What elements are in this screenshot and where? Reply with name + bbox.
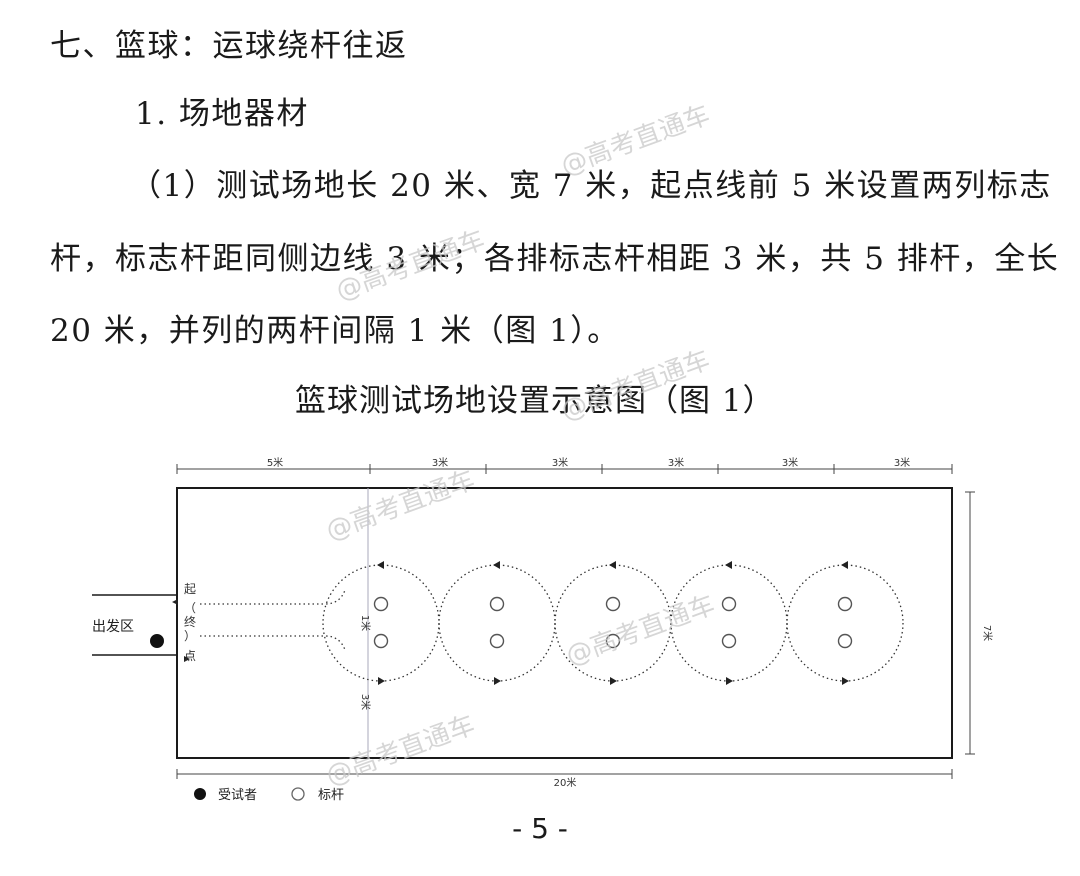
legend-subject-icon [194, 788, 206, 800]
dim-3m-label: 3米 [359, 694, 372, 710]
arrow-icon [841, 561, 848, 569]
dribble-loop [322, 564, 440, 682]
bottom-dimension [176, 769, 953, 779]
dim-5m: 5米 [267, 456, 283, 469]
arrow-icon [610, 677, 617, 685]
arrow-icon [494, 677, 501, 685]
figure-caption: 篮球测试场地设置示意图（图 1） [295, 383, 775, 419]
dim-3m-5: 3米 [894, 456, 910, 469]
paragraph-line-1: （1）测试场地长 20 米、宽 7 米，起点线前 5 米设置两列标志 [130, 168, 1052, 204]
court-diagram: 5米 3米 3米 3米 3米 3米 出发区 起 （ 终 ） 点 1米 3米 7米 [92, 456, 994, 803]
pole-marker [721, 596, 737, 612]
dim-20m-label: 20米 [554, 776, 577, 789]
paragraph-line-2: 杆，标志杆距同侧边线 3 米；各排标志杆相距 3 米，共 5 排杆，全长 [50, 241, 1060, 277]
start-line-label: 起 （ 终 ） 点 [184, 582, 196, 663]
arrow-icon [493, 561, 500, 569]
dim-7m-label: 7米 [981, 625, 994, 641]
pole-marker [489, 633, 505, 649]
start-zone-label: 出发区 [92, 619, 134, 635]
pole-marker [605, 633, 621, 649]
dim-3m-2: 3米 [552, 456, 568, 469]
page-number: - 5 - [512, 812, 568, 845]
dim-1m-label: 1米 [359, 615, 372, 631]
subject-marker [150, 634, 164, 648]
arrow-icon [184, 656, 190, 662]
pole-marker [373, 596, 389, 612]
pole-marker [605, 596, 621, 612]
pole-marker [721, 633, 737, 649]
watermark: @高考直通车 [322, 465, 479, 547]
legend-pole-icon [291, 787, 305, 801]
pole-marker [489, 596, 505, 612]
top-dimension [176, 464, 953, 474]
pole-marker [373, 633, 389, 649]
svg-text:）: ） [184, 629, 196, 643]
dribble-loop [786, 564, 904, 682]
svg-text:终: 终 [184, 614, 196, 629]
svg-text:（: （ [184, 601, 196, 615]
svg-text:起: 起 [184, 582, 196, 596]
subsection-heading: 1. 场地器材 [135, 96, 309, 132]
pole-marker [837, 633, 853, 649]
arrow-icon [725, 561, 732, 569]
arrow-icon [726, 677, 733, 685]
watermark-group: @高考直通车 @高考直通车 @高考直通车 [322, 465, 719, 792]
arrow-icon [377, 561, 384, 569]
watermark-top: @高考直通车 @高考直通车 @高考直通车 [332, 100, 714, 427]
start-zone-lines [92, 594, 177, 656]
arrow-icon [172, 599, 178, 605]
arrow-icon [609, 561, 616, 569]
dim-3m-4: 3米 [782, 456, 798, 469]
paragraph-line-3: 20 米，并列的两杆间隔 1 米（图 1）。 [50, 313, 620, 349]
dribble-loop [438, 564, 556, 682]
right-dimension [965, 491, 975, 755]
legend-pole-label: 标杆 [318, 788, 344, 803]
dim-3m-3: 3米 [668, 456, 684, 469]
dim-3m-1: 3米 [432, 456, 448, 469]
pole-marker [837, 596, 853, 612]
legend-subject-label: 受试者 [218, 788, 257, 803]
watermark: @高考直通车 [562, 590, 719, 672]
arrow-icon [842, 677, 849, 685]
watermark: @高考直通车 [322, 710, 479, 792]
section-heading: 七、篮球：运球绕杆往返 [50, 28, 408, 64]
court-boundary [176, 487, 953, 759]
pole-rows [322, 561, 904, 685]
svg-text:点: 点 [184, 649, 196, 663]
arrow-icon [378, 677, 385, 685]
